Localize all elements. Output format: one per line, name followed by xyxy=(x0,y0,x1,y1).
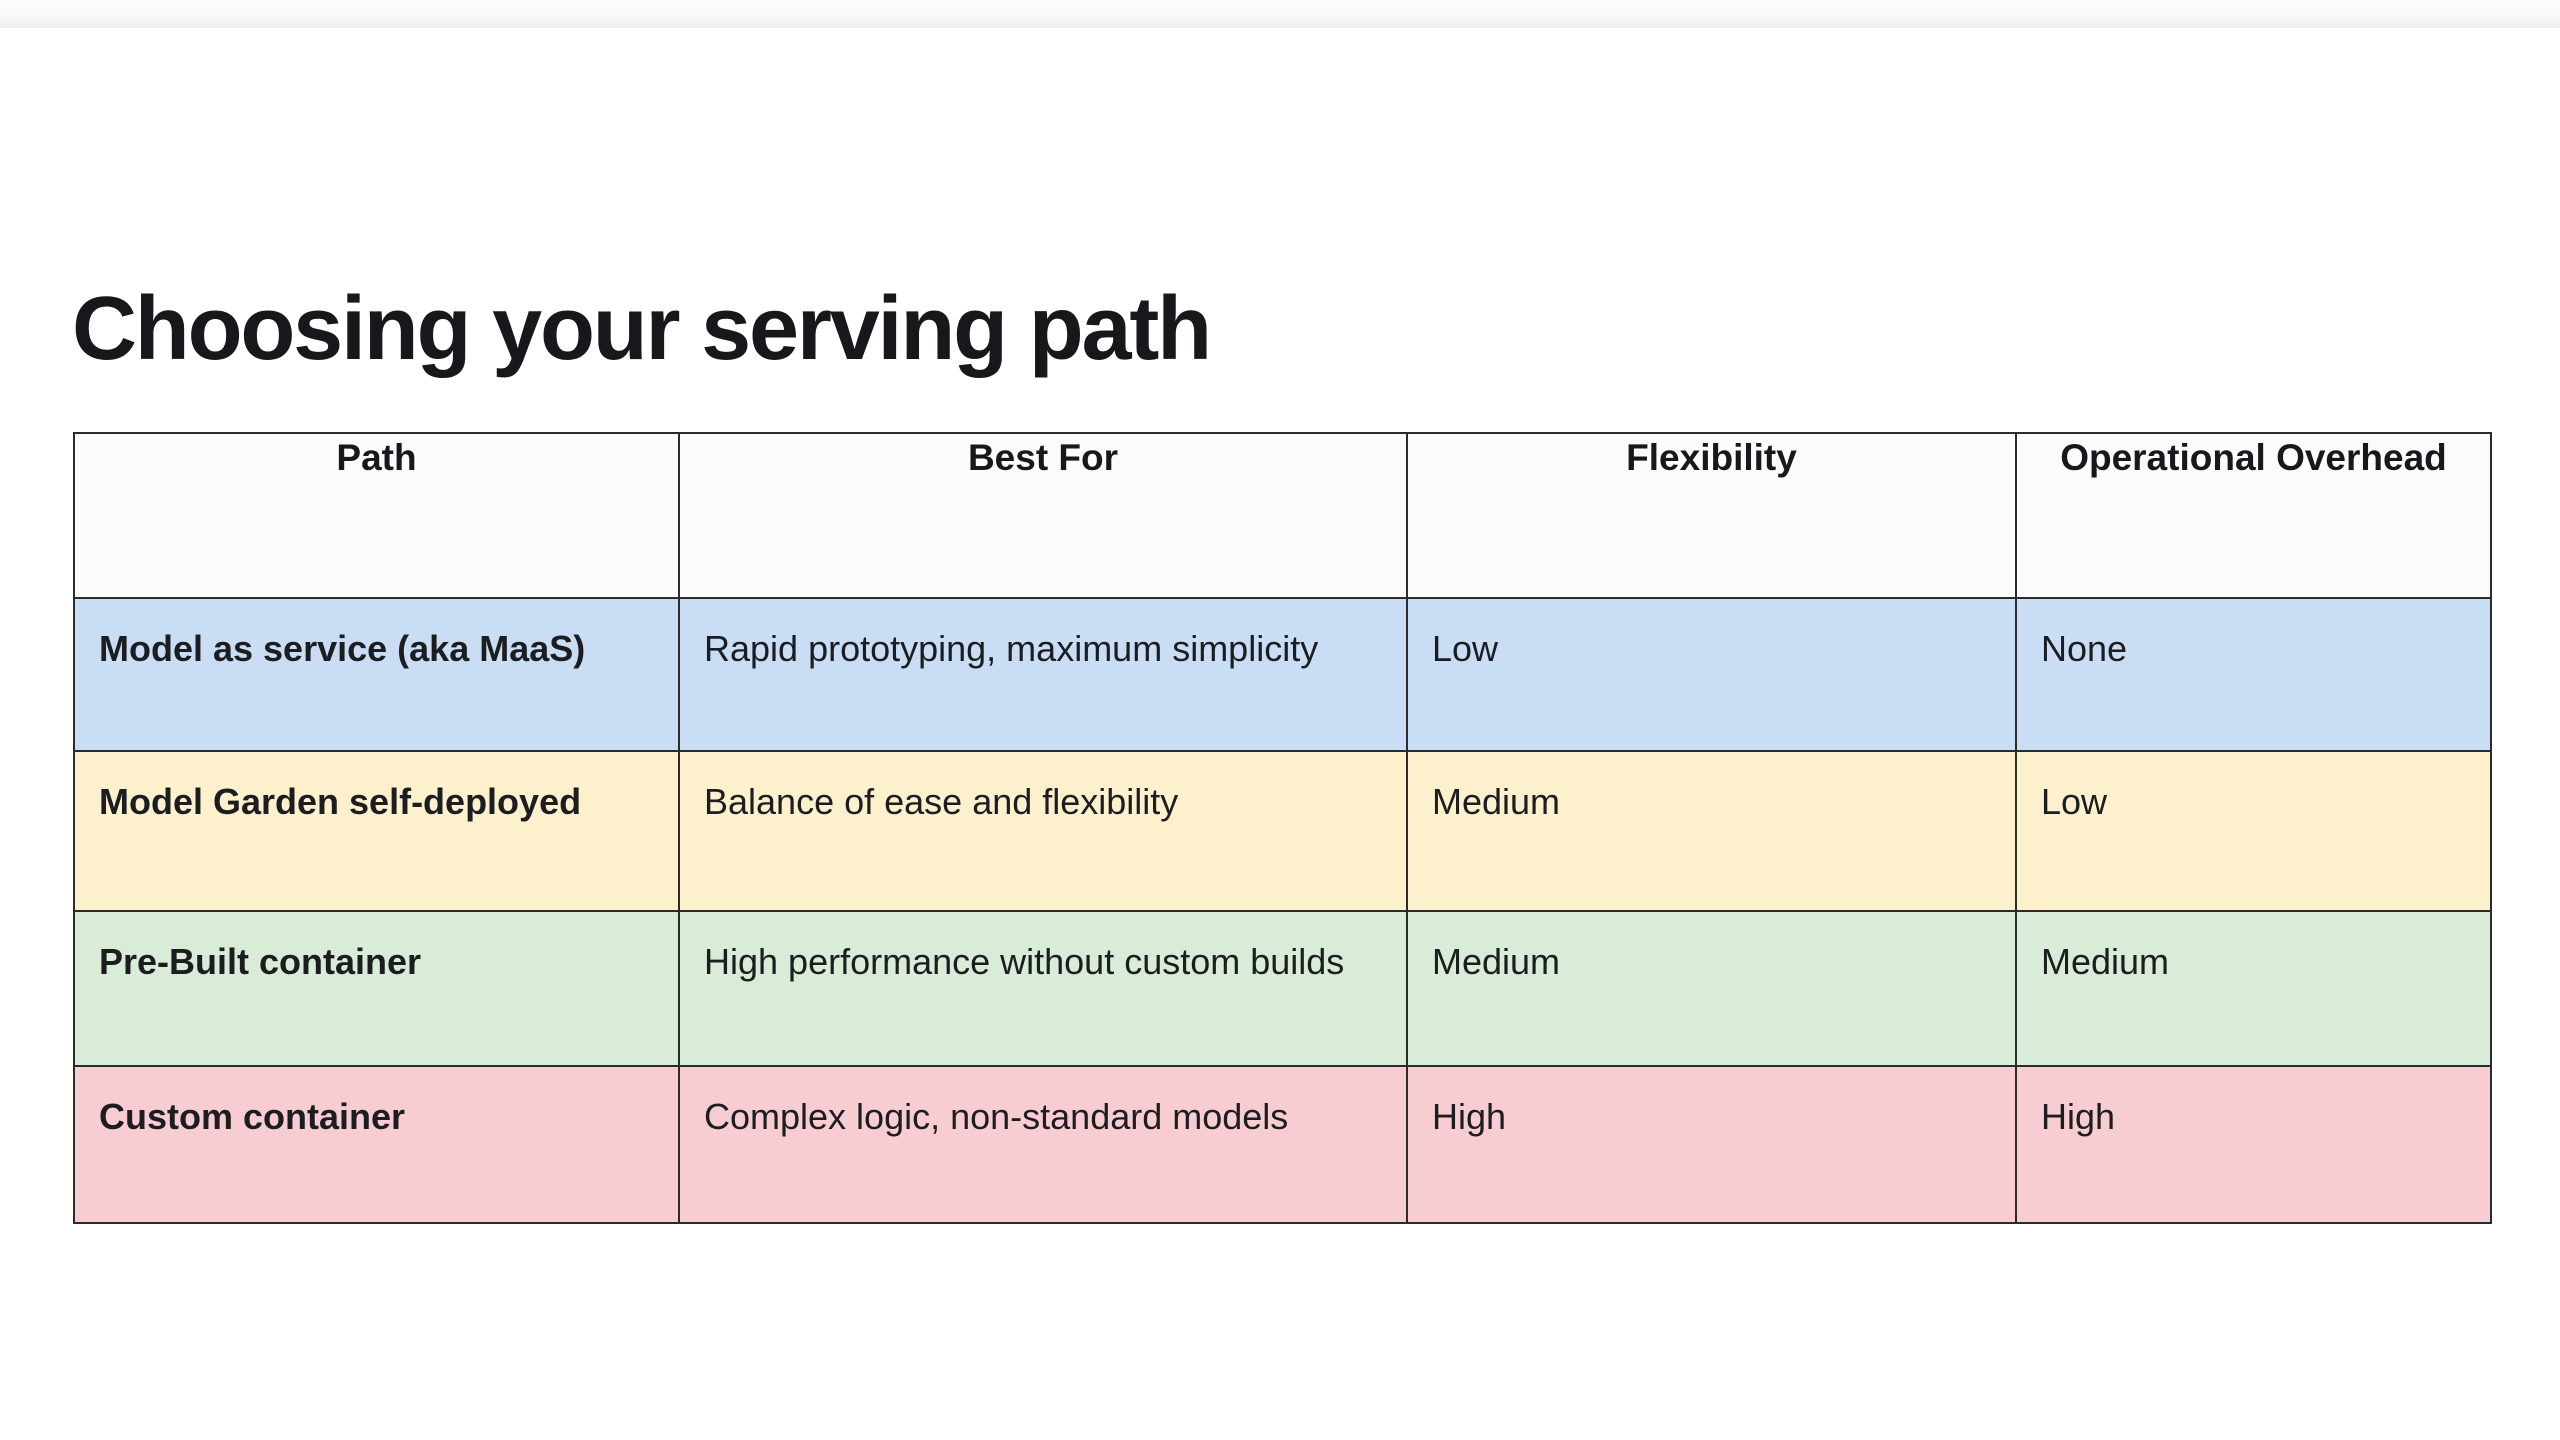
cell-best-for-text: Balance of ease and flexibility xyxy=(704,781,1179,822)
cell-path: Custom container xyxy=(73,1065,680,1224)
cell-best-for: Complex logic, non-standard models xyxy=(678,1065,1408,1224)
cell-path-text: Pre-Built container xyxy=(99,941,422,982)
cell-best-for: Rapid prototyping, maximum simplicity xyxy=(678,597,1408,752)
table-row: Model as service (aka MaaS) Rapid protot… xyxy=(73,597,2492,752)
cell-flexibility-text: High xyxy=(1432,1096,1507,1137)
cell-operational-overhead: High xyxy=(2015,1065,2492,1224)
cell-path: Pre-Built container xyxy=(73,910,680,1067)
cell-flexibility-text: Medium xyxy=(1432,781,1561,822)
top-window-strip xyxy=(0,0,2560,28)
column-header-best-for: Best For xyxy=(678,432,1408,599)
cell-best-for-text: High performance without custom builds xyxy=(704,941,1345,982)
cell-operational-overhead-text: Low xyxy=(2041,781,2108,822)
column-header-flexibility: Flexibility xyxy=(1406,432,2017,599)
column-header-operational-overhead: Operational Overhead xyxy=(2015,432,2492,599)
cell-flexibility: Medium xyxy=(1406,750,2017,912)
cell-path: Model Garden self-deployed xyxy=(73,750,680,912)
page-title: Choosing your serving path xyxy=(72,279,1212,380)
cell-path-text: Custom container xyxy=(99,1096,406,1137)
table-row: Model Garden self-deployed Balance of ea… xyxy=(73,750,2492,912)
serving-path-table: Path Best For Flexibility Operational Ov… xyxy=(73,432,2492,1224)
cell-path-text: Model Garden self-deployed xyxy=(99,781,582,822)
cell-flexibility: High xyxy=(1406,1065,2017,1224)
cell-flexibility-text: Medium xyxy=(1432,941,1561,982)
table-header-row: Path Best For Flexibility Operational Ov… xyxy=(73,432,2492,599)
cell-flexibility: Low xyxy=(1406,597,2017,752)
cell-best-for-text: Rapid prototyping, maximum simplicity xyxy=(704,628,1319,669)
cell-operational-overhead-text: Medium xyxy=(2041,941,2170,982)
cell-path-text: Model as service (aka MaaS) xyxy=(99,628,586,669)
cell-operational-overhead: Low xyxy=(2015,750,2492,912)
cell-operational-overhead: Medium xyxy=(2015,910,2492,1067)
cell-operational-overhead-text: High xyxy=(2041,1096,2116,1137)
column-header-path: Path xyxy=(73,432,680,599)
cell-flexibility: Medium xyxy=(1406,910,2017,1067)
table-row: Custom container Complex logic, non-stan… xyxy=(73,1065,2492,1224)
table-row: Pre-Built container High performance wit… xyxy=(73,910,2492,1067)
cell-flexibility-text: Low xyxy=(1432,628,1499,669)
cell-best-for-text: Complex logic, non-standard models xyxy=(704,1096,1289,1137)
cell-path: Model as service (aka MaaS) xyxy=(73,597,680,752)
slide-canvas: Choosing your serving path Path Best For… xyxy=(0,28,2560,1440)
cell-operational-overhead-text: None xyxy=(2041,628,2128,669)
cell-operational-overhead: None xyxy=(2015,597,2492,752)
cell-best-for: Balance of ease and flexibility xyxy=(678,750,1408,912)
cell-best-for: High performance without custom builds xyxy=(678,910,1408,1067)
